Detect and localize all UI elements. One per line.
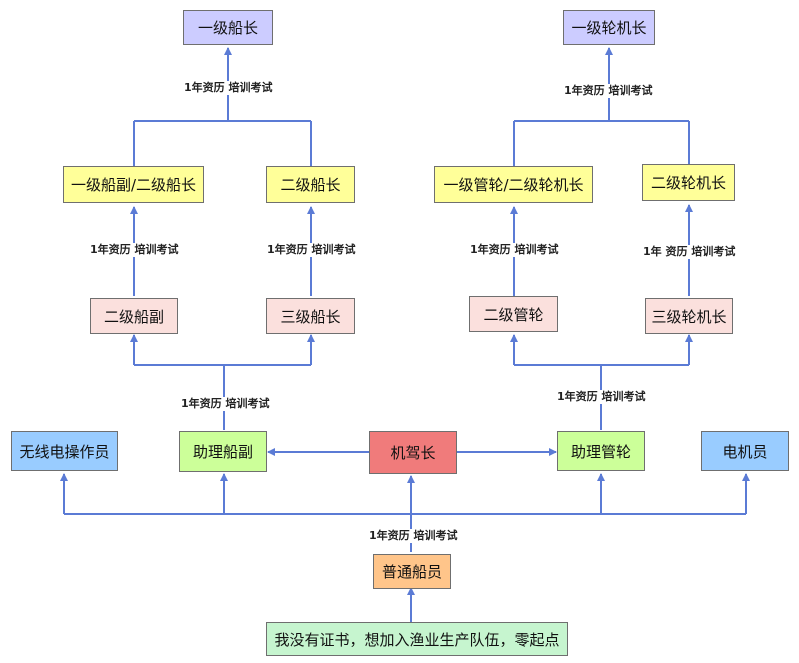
edge-label-engine2-up: 1年资历 培训考试 — [469, 243, 560, 257]
node-chief1-engineer2: 一级管轮/二级轮机长 — [434, 166, 593, 203]
node-skipper: 机驾长 — [369, 431, 457, 474]
node-electrician: 电机员 — [701, 431, 789, 471]
edge-label-engineer3-up: 1年 资历 培训考试 — [642, 245, 737, 259]
edge-label-assistant-engine-up: 1年资历 培训考试 — [556, 390, 647, 404]
edge-label-crew-up: 1年资历 培训考试 — [368, 529, 459, 543]
node-captain-2: 二级船长 — [266, 166, 355, 203]
node-start: 我没有证书，想加入渔业生产队伍，零起点 — [266, 622, 568, 656]
node-assistant-mate: 助理船副 — [179, 431, 267, 472]
edge-label-to-engineer1: 1年资历 培训考试 — [563, 84, 654, 98]
node-ordinary-crew: 普通船员 — [373, 554, 451, 589]
node-assistant-engine: 助理管轮 — [557, 431, 645, 471]
edge-label-to-captain1: 1年资历 培训考试 — [183, 81, 274, 95]
edge-label-captain3-up: 1年资历 培训考试 — [266, 243, 357, 257]
node-engineer-2: 二级轮机长 — [642, 164, 735, 201]
node-mate1-captain2: 一级船副/二级船长 — [63, 166, 204, 203]
node-captain-1: 一级船长 — [183, 10, 273, 45]
node-captain-3: 三级船长 — [266, 298, 355, 334]
edge-label-mate2-up: 1年资历 培训考试 — [89, 243, 180, 257]
node-engineer-3: 三级轮机长 — [645, 298, 733, 334]
edge-label-assistant-mate-up: 1年资历 培训考试 — [180, 397, 271, 411]
node-engine-2: 二级管轮 — [469, 296, 558, 332]
node-radio-operator: 无线电操作员 — [11, 431, 118, 471]
node-mate-2: 二级船副 — [90, 298, 178, 334]
node-engineer-1: 一级轮机长 — [563, 10, 655, 45]
